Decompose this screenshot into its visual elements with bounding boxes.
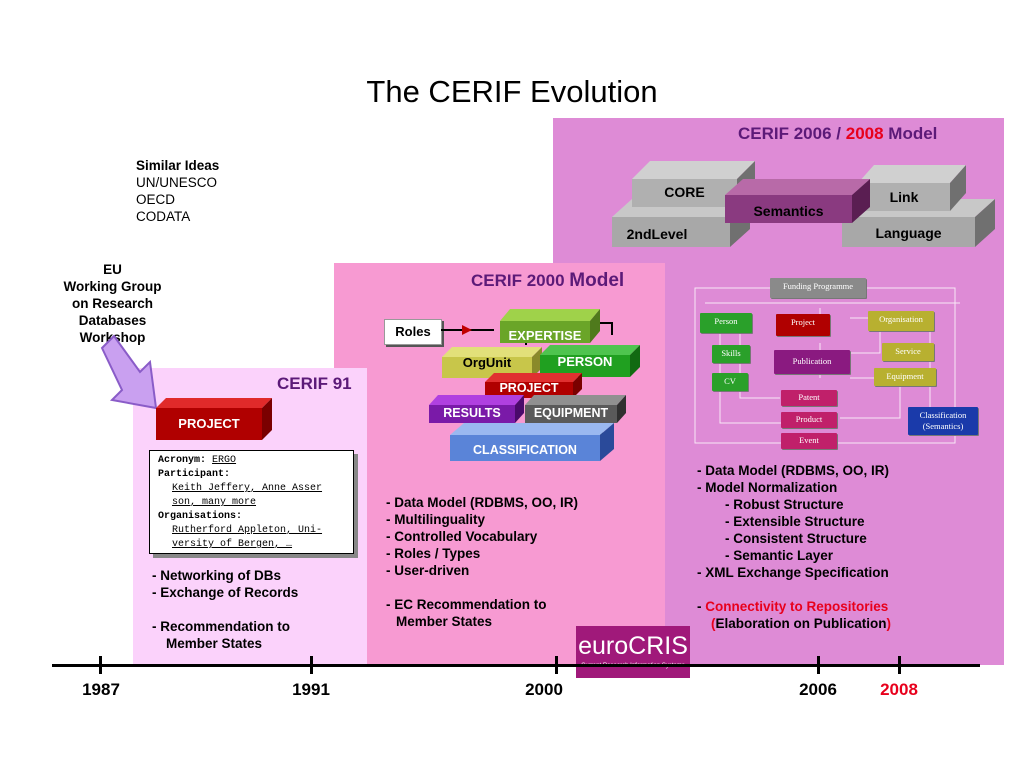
bullet-cont: Member States [396,614,493,629]
bullet: - Data Model (RDBMS, OO, IR) [386,495,579,510]
similar-ideas: Similar Ideas UN/UNESCO OECD CODATA [136,157,219,225]
logo-cris: CRIS [628,632,688,660]
bullet-cont: Member States [166,636,263,651]
acronym-label: Acronym: [158,455,207,466]
project-label: PROJECT [499,381,559,395]
bullet: - Exchange of Records [152,585,299,600]
bullet: - EC Recommendation to [386,597,547,612]
bullet: - Consistent Structure [725,531,867,546]
roles-box: Roles [384,319,442,345]
core-label: CORE [664,184,705,200]
cerif-2000-bullets: - Data Model (RDBMS, OO, IR) - Multiling… [386,494,578,630]
year-label: 2000 [525,680,563,699]
expertise-label: EXPERTISE [508,328,582,343]
page-title: The CERIF Evolution [366,74,658,109]
similar-item: OECD [136,192,176,207]
project-block-91: PROJECT [156,398,272,440]
link-label: Link [889,189,919,205]
mini-project: Project [776,314,830,336]
participant-label: Participant: [158,469,231,480]
cerif-91-title: CERIF 91 [277,374,352,393]
bullet: - XML Exchange Specification [697,565,889,580]
eu-line: Databases [78,313,147,328]
eu-line: EU [103,262,122,277]
eu-line: Working Group [63,279,162,294]
results-label: RESULTS [443,406,501,420]
year-label: 1991 [292,680,330,699]
tick-1991 [310,656,313,674]
eu-working-group: EU Working Group on Research Databases W… [40,261,185,346]
mini-service: Service [882,343,934,361]
eu-line: on Research [71,296,154,311]
year-label: 2006 [799,680,837,699]
year-label: 1987 [82,680,120,699]
org-line: Rutherford Appleton, Uni- [172,525,323,536]
cerif-2006-bullets: - Data Model (RDBMS, OO, IR) - Model Nor… [697,462,891,632]
2ndlevel-label: 2ndLevel [626,226,688,242]
similar-item: CODATA [136,209,191,224]
tick-2000 [555,656,558,674]
equipment-label: EQUIPMENT [533,406,609,420]
logo-euro: euro [578,632,629,660]
tick-1987 [99,656,102,674]
acronym-value: ERGO [212,455,237,466]
bullet: - Networking of DBs [152,568,282,583]
similar-ideas-heading: Similar Ideas [136,158,220,173]
cerif-2006-title: CERIF 2006 / 2008 Model [738,124,938,143]
semantics-label: Semantics [753,203,824,219]
mini-equipment: Equipment [874,368,936,386]
similar-item: UN/UNESCO [136,175,218,190]
year-label-highlight: 2008 [880,680,918,699]
mini-skills: Skills [712,345,750,363]
mini-classification: Classification (Semantics) [908,407,978,435]
participant-line: Keith Jeffery, Anne Asser [172,483,323,494]
org-label: Organisations: [158,511,243,522]
cerif-91-bullets: - Networking of DBs - Exchange of Record… [152,567,298,652]
bullet: - Roles / Types [386,546,481,561]
bullet: - User-driven [386,563,470,578]
cerif-2000-title: CERIF 2000 Model [471,270,625,291]
mini-cv: CV [712,373,748,391]
person-label: PERSON [557,354,613,369]
arrow-down-right-icon [100,334,158,410]
bullet: - Controlled Vocabulary [386,529,538,544]
eurocris-logo: euroCRIS Current Research Information Sy… [576,626,690,678]
acronym-card: Acronym: ERGO Participant: Keith Jeffery… [149,450,354,554]
language-label: Language [875,225,942,241]
orgunit-label: OrgUnit [462,355,512,370]
mini-publication: Publication [774,350,850,374]
bullet: - Connectivity to Repositories [697,599,889,614]
mini-product: Product [781,412,837,428]
bullet: - Multilinguality [386,512,485,527]
mini-funding-programme: Funding Programme [770,278,866,298]
bullet: - Data Model (RDBMS, OO, IR) [697,463,890,478]
participant-line: son, many more [172,497,257,508]
tick-2008 [898,656,901,674]
tick-2006 [817,656,820,674]
cerif-2006-blocks-diagram [612,161,995,247]
mini-person: Person [700,313,752,333]
mini-event: Event [781,433,837,449]
bullet: - Semantic Layer [725,548,834,563]
bullet: - Robust Structure [725,497,844,512]
project-block-91-label: PROJECT [178,416,240,431]
bullet: - Recommendation to [152,619,291,634]
mini-patent: Patent [781,390,837,406]
timeline-axis [52,664,980,667]
bullet-cont: (Elaboration on Publication) [711,616,892,631]
mini-organisation: Organisation [868,311,934,331]
cerif-2000-model-diagram [429,309,640,461]
org-line: versity of Bergen, … [172,539,293,550]
classification-label: CLASSIFICATION [473,443,577,457]
bullet: - Model Normalization [697,480,838,495]
bullet: - Extensible Structure [725,514,865,529]
